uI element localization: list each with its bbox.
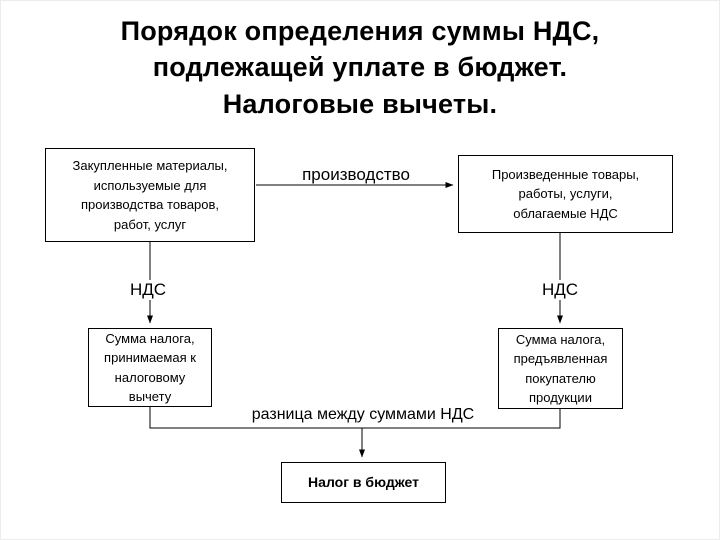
box-tax-presented-text: Сумма налога, предъявленная покупателю п… (513, 331, 608, 406)
box-tax-deduction-text: Сумма налога, принимаемая к налоговому в… (104, 330, 196, 405)
diagram-title: Порядок определения суммы НДС, подлежаще… (120, 16, 600, 119)
box-budget-tax-text: Налог в бюджет (308, 474, 419, 490)
box-purchased-materials-text: Закупленные материалы, используемые для … (72, 158, 228, 232)
box-budget-tax: Налог в бюджет (281, 462, 446, 503)
label-vat-right: НДС (530, 280, 590, 300)
box-produced-goods-text: Произведенные товары, работы, услуги, об… (491, 166, 640, 221)
box-tax-deduction: Сумма налога, принимаемая к налоговому в… (88, 328, 212, 407)
label-vat-difference: разница между суммами НДС (228, 406, 498, 425)
label-production: производство (302, 165, 410, 184)
difference-connector (149, 407, 561, 429)
label-vat-left: НДС (118, 280, 178, 300)
box-tax-presented: Сумма налога, предъявленная покупателю п… (498, 328, 623, 409)
box-produced-goods: Произведенные товары, работы, услуги, об… (458, 155, 673, 233)
box-purchased-materials: Закупленные материалы, используемые для … (45, 148, 255, 242)
